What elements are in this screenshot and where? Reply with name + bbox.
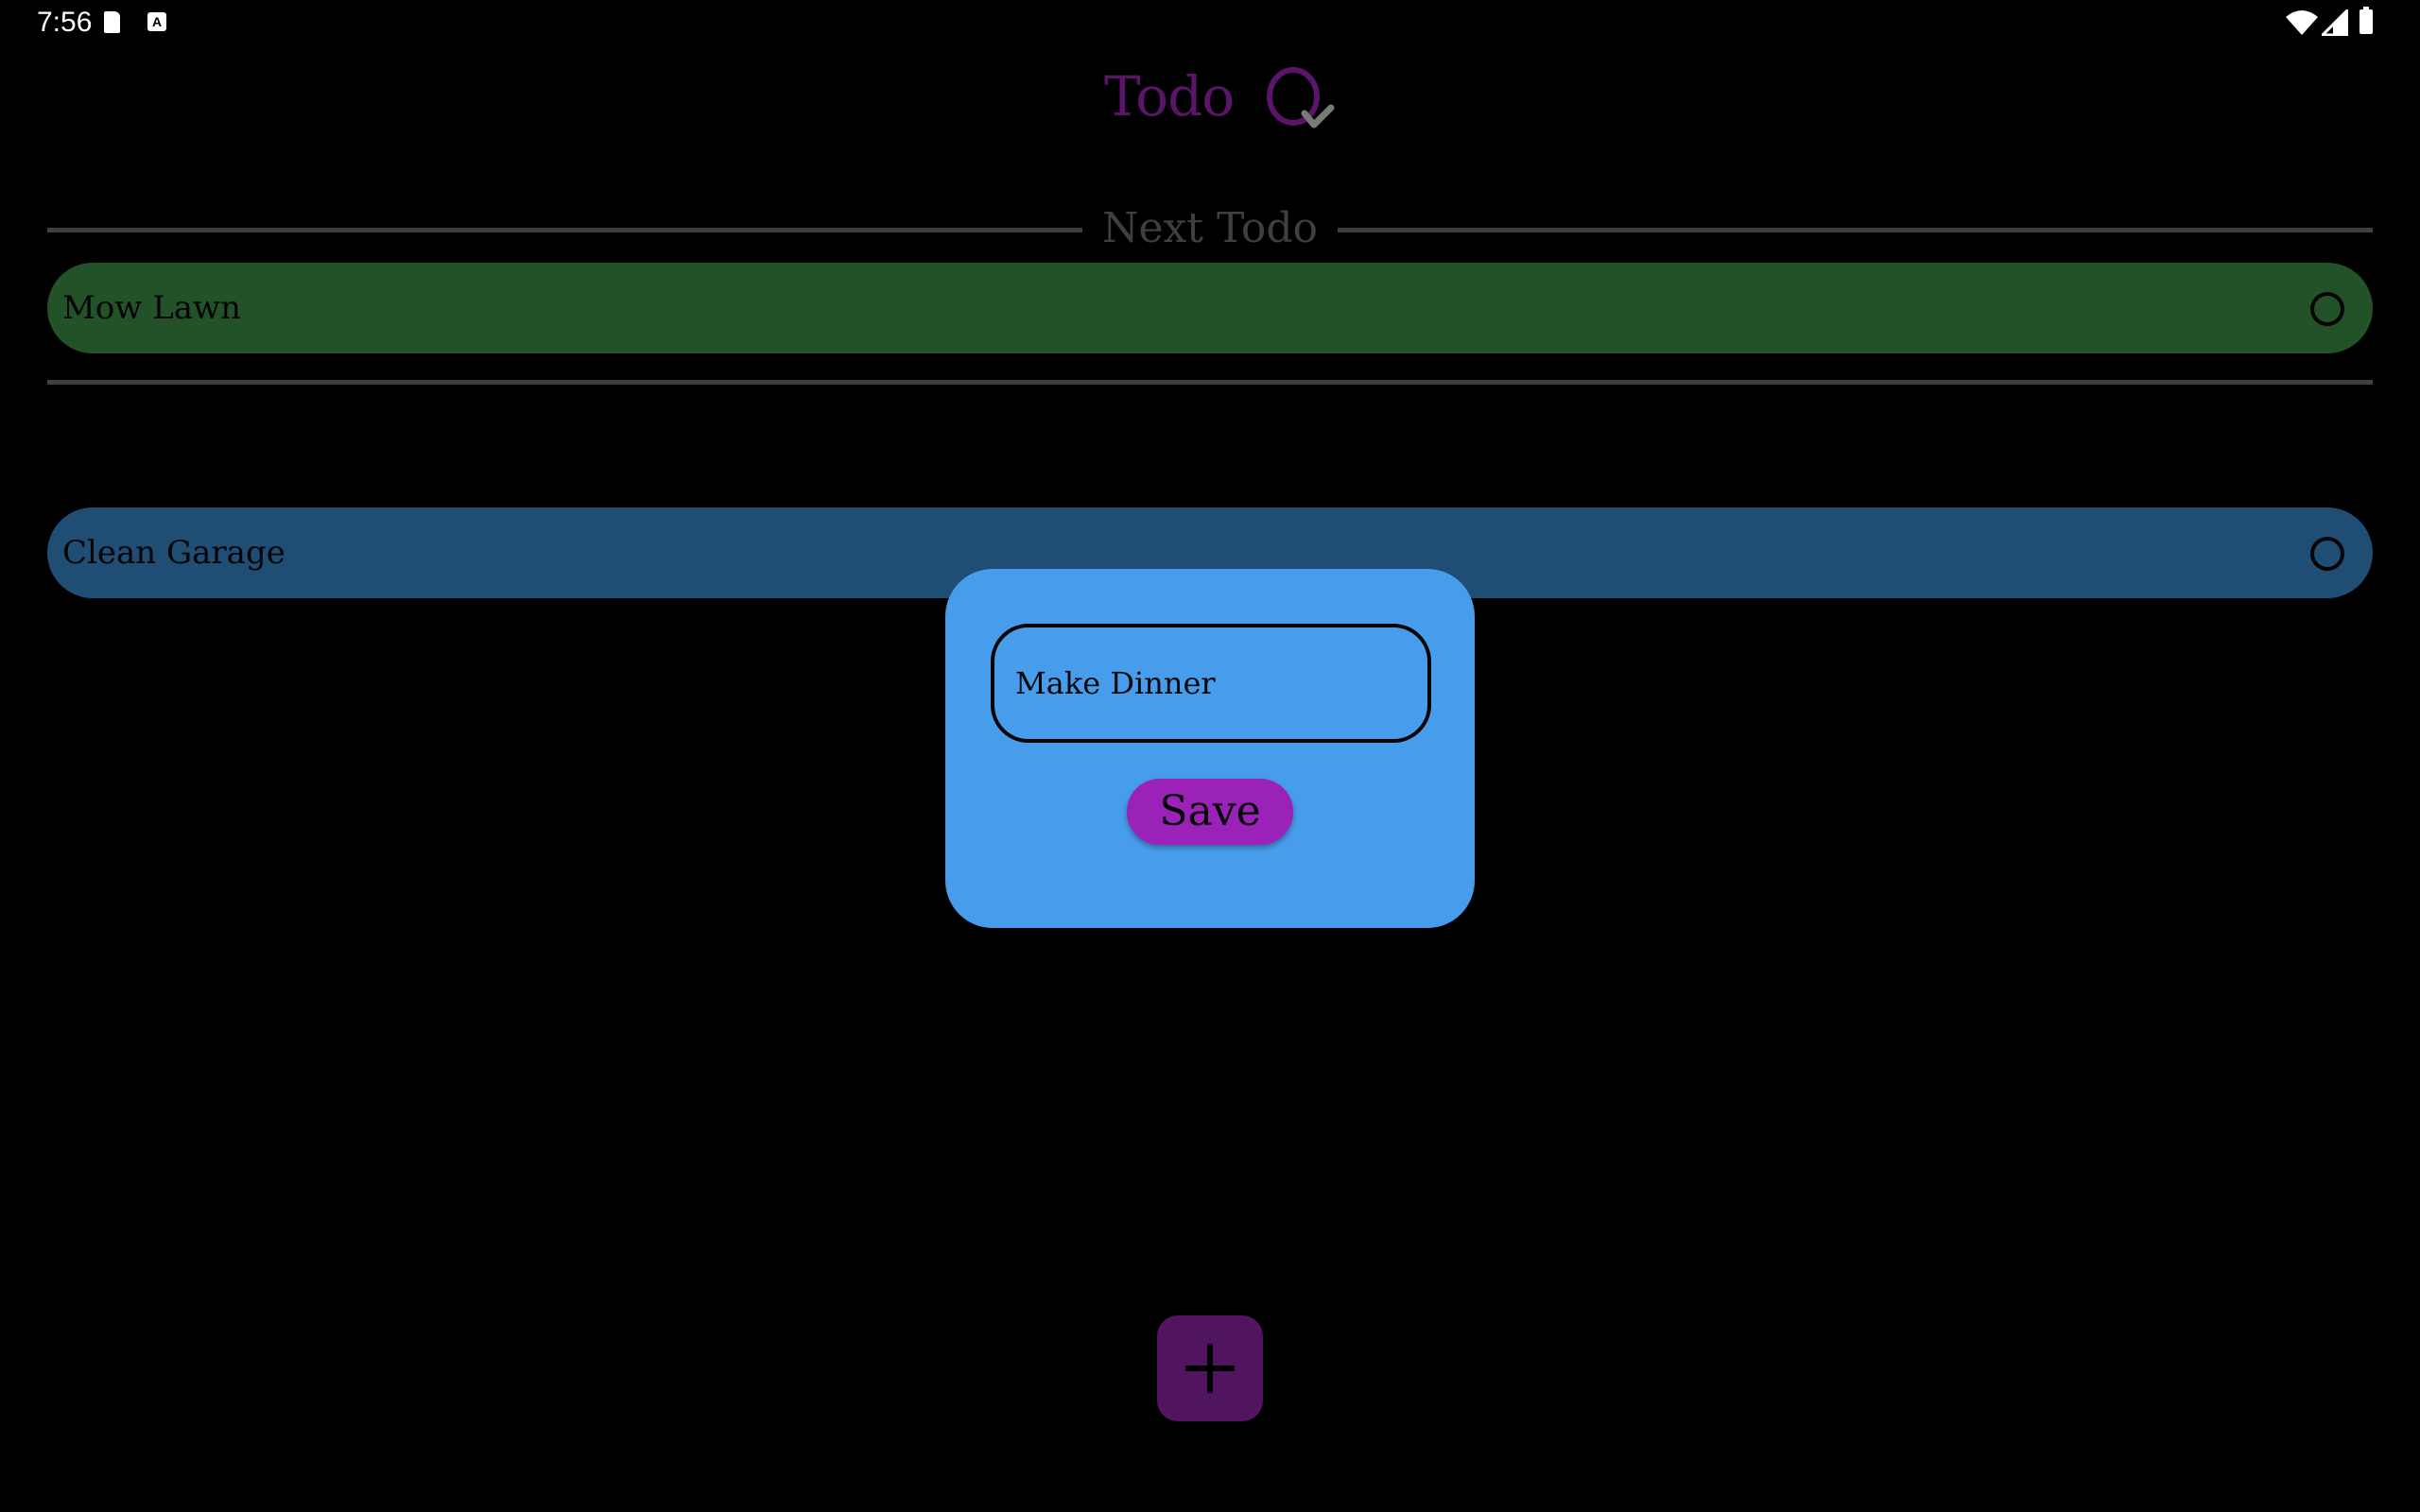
status-bar: 7:56 A — [0, 0, 2420, 45]
todo-name-value: Make Dinner — [1015, 665, 1216, 701]
todo-label: Mow Lawn — [62, 289, 242, 327]
signal-icon — [2322, 9, 2348, 36]
logo-text: Todo — [1104, 64, 1235, 129]
plus-icon — [1185, 1344, 1235, 1393]
wifi-icon — [2286, 10, 2318, 35]
section-title: Next Todo — [1101, 204, 1319, 252]
todo-name-input[interactable]: Make Dinner — [991, 624, 1431, 743]
app-logo: Todo — [1104, 59, 1335, 144]
next-todo-item[interactable]: Mow Lawn — [47, 263, 2373, 353]
status-time: 7:56 — [37, 7, 93, 38]
section-divider-left — [47, 228, 1082, 232]
battery-icon — [2360, 7, 2373, 34]
save-button[interactable]: Save — [1127, 779, 1293, 845]
complete-circle-icon[interactable] — [2310, 537, 2344, 571]
section-divider-right — [1338, 228, 2373, 232]
add-todo-button[interactable] — [1157, 1315, 1263, 1421]
keyboard-a-icon: A — [147, 12, 166, 31]
todo-label: Clean Garage — [62, 534, 285, 572]
complete-circle-icon[interactable] — [2310, 292, 2344, 326]
section-divider-bottom — [47, 380, 2373, 385]
q-check-icon — [1267, 67, 1335, 129]
sd-card-icon — [104, 11, 120, 33]
add-todo-dialog: Make Dinner Save — [945, 569, 1475, 928]
